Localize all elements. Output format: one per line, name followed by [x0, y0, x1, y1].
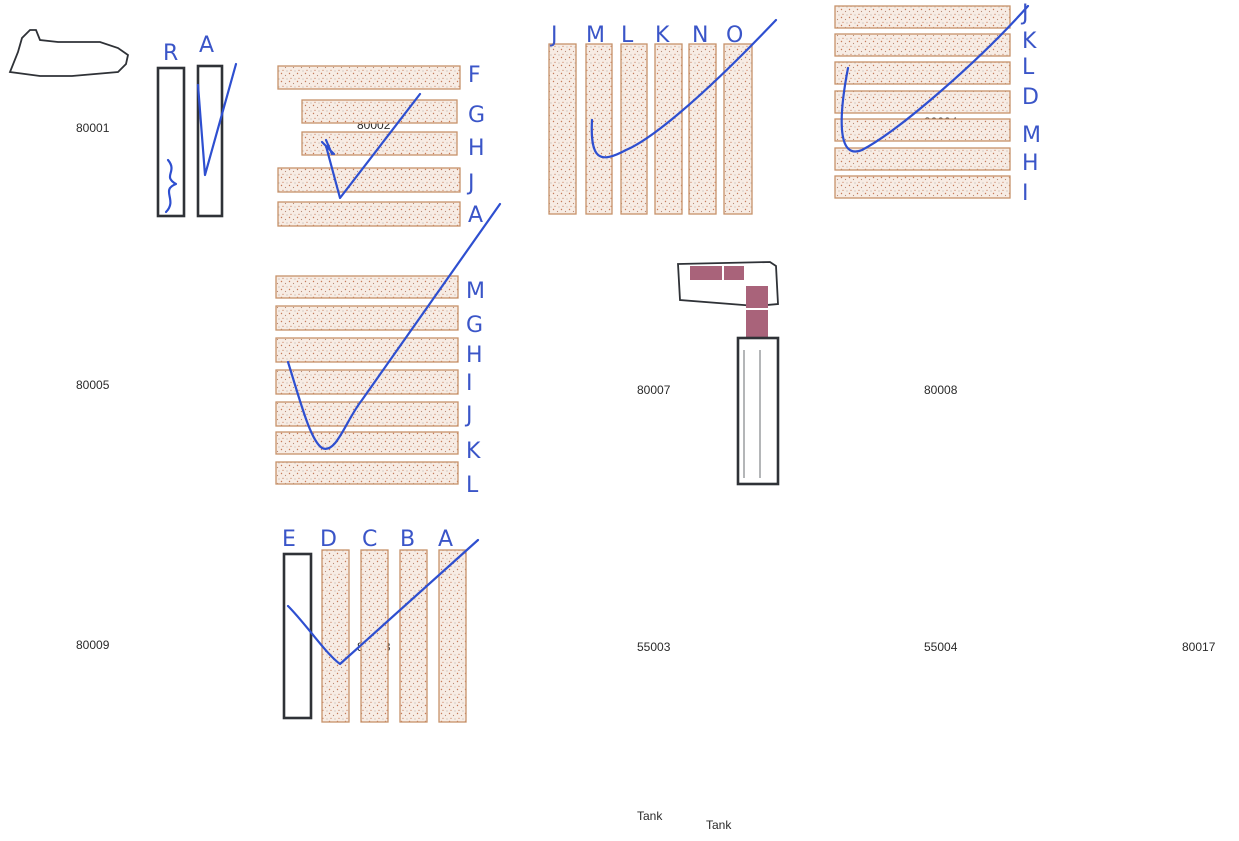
bed: [275, 337, 459, 363]
row-label: C: [362, 527, 377, 552]
row-label: M: [466, 279, 485, 304]
row-label: G: [468, 103, 485, 128]
bed: [277, 201, 461, 227]
bed: [301, 131, 458, 156]
row-label: D: [1022, 85, 1039, 110]
bed: [301, 99, 458, 124]
bed: [275, 305, 459, 331]
plot-outline: [677, 261, 779, 307]
bed: [275, 369, 459, 395]
bed: [834, 175, 1011, 199]
bed: [548, 43, 577, 215]
magenta-block: [746, 310, 768, 340]
bed: [834, 61, 1011, 85]
bed: [620, 43, 648, 215]
plot-code-80001: 80001: [76, 121, 110, 135]
bed: [834, 5, 1011, 29]
row-label: L: [466, 473, 479, 498]
plot-code-80008: 80008: [924, 383, 958, 397]
route-line: [286, 202, 502, 450]
row-label: O: [726, 23, 743, 48]
bed: [321, 549, 350, 723]
row-label: J: [549, 23, 558, 48]
row-label: J: [464, 403, 473, 428]
bed: [277, 167, 461, 193]
plot-code-80007: 80007: [637, 383, 671, 397]
plot-code-80005: 80005: [76, 378, 110, 392]
row-label: M: [586, 23, 605, 48]
bed: [736, 336, 780, 486]
bed: [275, 431, 459, 455]
bed: [834, 33, 1011, 57]
row-label: H: [466, 343, 483, 368]
row-label: L: [1022, 55, 1035, 80]
bed: [282, 552, 313, 720]
route-line: [840, 4, 1030, 153]
bed: [688, 43, 717, 215]
row-label: J: [466, 171, 475, 196]
row-label: A: [199, 33, 214, 58]
plot-code-80017: 80017: [1182, 640, 1216, 654]
route-line: [286, 538, 480, 666]
bed: [399, 549, 428, 723]
magenta-block: [746, 286, 768, 308]
row-label: A: [438, 527, 453, 552]
bed: [723, 43, 753, 215]
bed: [360, 549, 389, 723]
route-line: [590, 18, 778, 159]
row-label: I: [1022, 181, 1029, 206]
route-line: [324, 92, 422, 200]
row-label: A: [468, 203, 483, 228]
bed: [438, 549, 467, 723]
route-line: [320, 138, 336, 156]
bed: [275, 461, 459, 485]
tank-label: Tank: [706, 818, 732, 832]
row-label: K: [655, 23, 670, 48]
plot-outline: [8, 29, 130, 77]
bed: [834, 90, 1011, 114]
row-label: G: [466, 313, 483, 338]
route-line: [196, 62, 238, 177]
tank-label: Tank: [637, 809, 663, 823]
magenta-block: [724, 266, 744, 280]
bed: [275, 401, 459, 427]
bed: [277, 65, 461, 90]
bed: [834, 147, 1011, 171]
bed: [834, 118, 1011, 142]
row-label: J: [1020, 1, 1029, 26]
row-label: H: [1022, 151, 1039, 176]
row-label: D: [320, 527, 337, 552]
row-label: M: [1022, 123, 1041, 148]
row-label: F: [468, 63, 481, 88]
row-label: K: [466, 439, 481, 464]
plot-code-55003: 55003: [637, 640, 671, 654]
row-label: I: [466, 371, 473, 396]
plot-code-80009: 80009: [76, 638, 110, 652]
bed: [156, 66, 186, 218]
row-label: N: [692, 23, 708, 48]
row-label: K: [1022, 29, 1037, 54]
plot-code-55004: 55004: [924, 640, 958, 654]
row-label: B: [400, 527, 415, 552]
row-label: E: [282, 527, 296, 552]
magenta-block: [690, 266, 722, 280]
row-label: H: [468, 136, 485, 161]
row-label: L: [621, 23, 634, 48]
row-label: R: [163, 41, 178, 66]
bed: [275, 275, 459, 299]
route-line: [164, 158, 178, 214]
bed-hatching: [743, 350, 761, 478]
bed: [585, 43, 613, 215]
